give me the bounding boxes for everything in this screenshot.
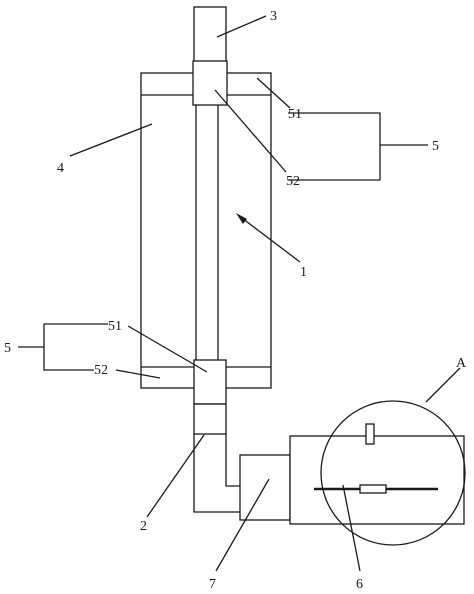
label-6: 6 [356,577,363,592]
bent-pipe-inner [225,434,240,487]
right-bracket [288,112,381,181]
label-5-left: 5 [4,341,11,356]
label-52-top: 52 [286,174,300,189]
label-7: 7 [209,577,216,592]
top-pipe [193,6,227,63]
tank-top-post [365,423,375,445]
inner-tube [195,94,219,368]
leader-6 [342,484,361,572]
leader-a [425,367,461,403]
label-4: 4 [57,161,64,176]
label-3: 3 [270,9,277,24]
label-52-bottom: 52 [94,363,108,378]
leader-1 [237,214,301,263]
detail-circle-a [320,400,466,546]
leader-1-arrowhead [236,213,247,224]
label-a: A [456,356,467,371]
label-51-top: 51 [288,107,302,122]
bent-pipe-outer [193,434,240,513]
tank [289,435,465,525]
leader-51-top [256,77,291,109]
label-2: 2 [140,519,147,534]
leader-7 [215,478,270,572]
leader-52-top [214,89,287,173]
leader-52-bottom [115,369,161,379]
bottom-pipe-stub [193,403,227,435]
leader-2 [146,434,205,518]
leader-3 [216,15,267,38]
label-5-right: 5 [432,139,439,154]
connector-box [239,454,291,521]
leader-4 [69,123,153,157]
label-51-bottom: 51 [108,319,122,334]
rod-collar [359,484,387,494]
label-1: 1 [300,265,307,280]
leader-51-bottom [127,325,208,373]
